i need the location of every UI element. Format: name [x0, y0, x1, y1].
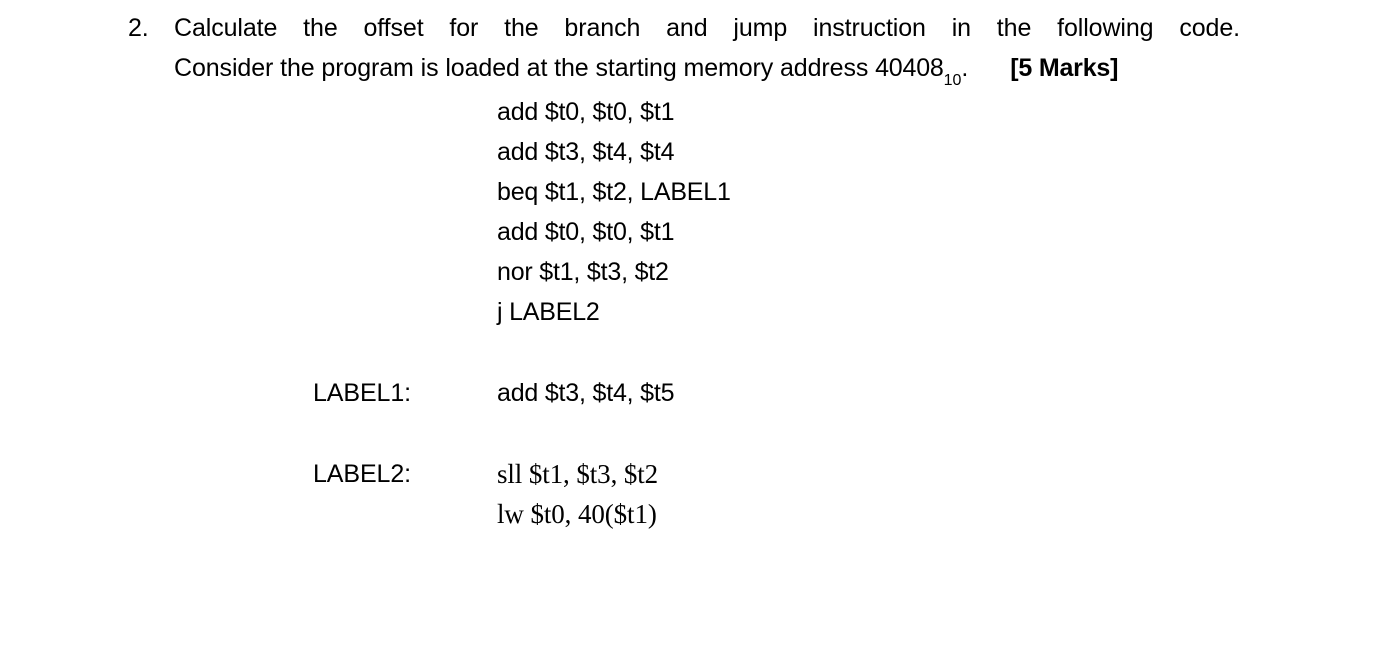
code-instruction: add $t3, $t4, $t4	[497, 138, 675, 166]
question-line-1: Calculate the offset for the branch and …	[174, 14, 1240, 42]
code-line: add $t3, $t4, $t4	[0, 132, 1380, 172]
question-line-2: Consider the program is loaded at the st…	[174, 48, 1240, 89]
question-block: 2. Calculate the offset for the branch a…	[128, 8, 1240, 89]
code-instruction: add $t0, $t0, $t1	[497, 218, 675, 246]
question-line-2-suffix: .	[961, 54, 969, 82]
question-line-2-prefix: Consider the program is loaded at the st…	[174, 54, 876, 82]
code-listing: add $t0, $t0, $t1 add $t3, $t4, $t4 beq …	[0, 92, 1380, 534]
code-instruction: lw $t0, 40($t1)	[497, 499, 657, 529]
code-blank-line	[0, 413, 1380, 454]
marks-badge: [5 Marks]	[1010, 54, 1119, 82]
memory-address-subscript: 10	[943, 72, 962, 89]
code-instruction: beq $t1, $t2, LABEL1	[497, 178, 731, 206]
question-body: Calculate the offset for the branch and …	[174, 8, 1240, 89]
question-number: 2.	[128, 14, 149, 42]
code-instruction: sll $t1, $t3, $t2	[497, 459, 659, 489]
code-label-label2: LABEL2:	[313, 460, 411, 488]
code-label-label1: LABEL1:	[313, 379, 411, 407]
code-line: beq $t1, $t2, LABEL1	[0, 172, 1380, 212]
memory-address-value: 40408	[875, 54, 944, 82]
code-instruction: j LABEL2	[497, 298, 600, 326]
code-blank-line	[0, 332, 1380, 373]
code-line: add $t0, $t0, $t1	[0, 212, 1380, 252]
code-line: nor $t1, $t3, $t2	[0, 252, 1380, 292]
code-line: add $t0, $t0, $t1	[0, 92, 1380, 132]
code-line: j LABEL2	[0, 292, 1380, 332]
code-instruction: add $t0, $t0, $t1	[497, 98, 675, 126]
code-line: LABEL1: add $t3, $t4, $t5	[0, 373, 1380, 413]
code-line: LABEL2: sll $t1, $t3, $t2	[0, 454, 1380, 494]
code-instruction: add $t3, $t4, $t5	[497, 379, 675, 407]
code-instruction: nor $t1, $t3, $t2	[497, 258, 669, 286]
code-line: lw $t0, 40($t1)	[0, 494, 1380, 534]
